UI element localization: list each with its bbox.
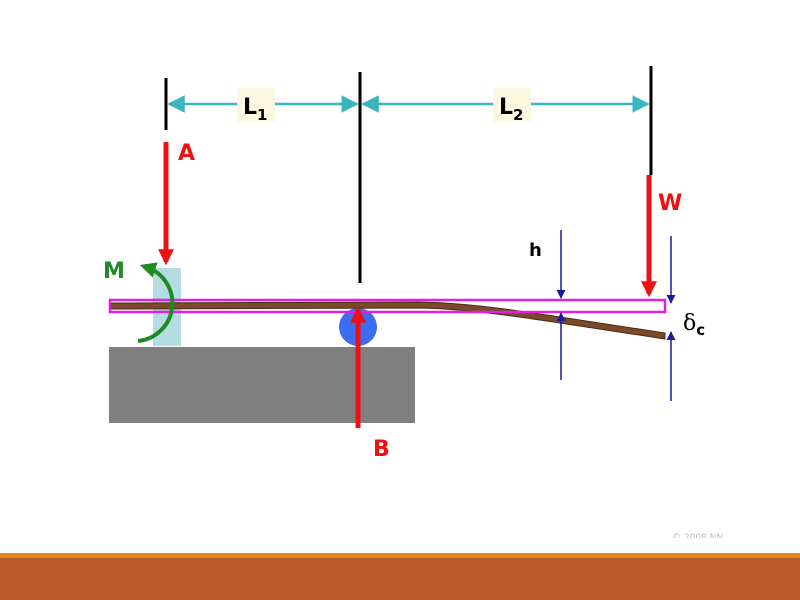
label-box-l1 (237, 88, 275, 122)
copyright-notice: © 2008 NN (672, 533, 724, 538)
label-box-l2 (493, 88, 531, 122)
label-w: W (658, 191, 682, 216)
label-l1: L1 (243, 95, 267, 124)
label-l2: L2 (499, 95, 523, 124)
label-h: h (529, 240, 542, 261)
label-delta-c: δc (683, 311, 705, 339)
moment-arrow (137, 262, 175, 343)
undeformed-beam-outline (108, 298, 667, 314)
footer-stripe-orange (0, 553, 800, 558)
label-m: M (103, 259, 125, 284)
deflected-beam (109, 301, 666, 340)
label-b: B (373, 437, 390, 462)
ground-block (109, 347, 415, 423)
label-a: A (178, 141, 195, 166)
footer-stripe-rust (0, 558, 800, 600)
